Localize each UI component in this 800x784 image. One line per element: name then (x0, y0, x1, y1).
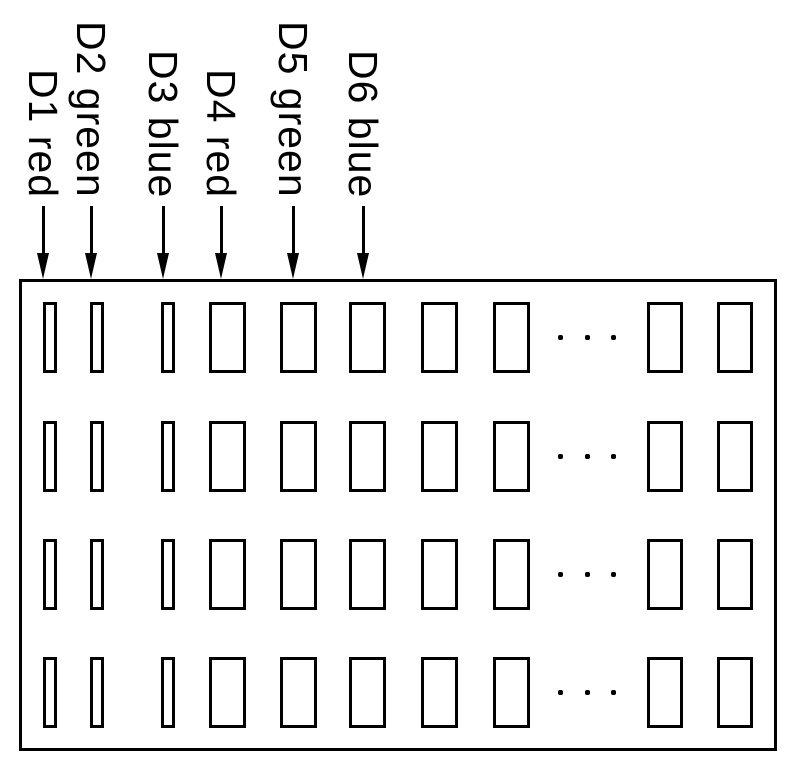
subpixel-rect-narrow (90, 539, 104, 610)
subpixel-rect-wide (493, 302, 530, 373)
arrow-down-icon (214, 253, 227, 279)
arrow-down-icon (356, 253, 369, 279)
pin-label-text: D5 green (270, 21, 316, 198)
subpixel-rect-narrow (161, 539, 175, 610)
dot (611, 690, 616, 695)
pin-label-d2: D2 green (68, 0, 114, 198)
subpixel-rect-wide (209, 302, 246, 373)
dot (584, 572, 590, 577)
pin-label-d1: D1 red (20, 0, 66, 198)
dot (558, 335, 563, 340)
subpixel-rect-wide (349, 539, 386, 610)
subpixel-rect-wide (209, 421, 246, 492)
subpixel-rect-narrow (43, 539, 57, 610)
ellipsis-dots (558, 539, 616, 610)
subpixel-rect-wide (349, 421, 386, 492)
arrow-shaft (89, 206, 93, 255)
pin-column-d2: D2 green (68, 0, 114, 280)
ellipsis-dots (558, 657, 616, 728)
arrow-shaft (161, 206, 165, 255)
pin-label-text: D2 green (68, 21, 114, 198)
dot (584, 690, 590, 695)
pin-column-d1: D1 red (20, 0, 66, 280)
subpixel-rect-wide (421, 539, 458, 610)
subpixel-rect-wide (717, 302, 753, 373)
subpixel-rect-wide (421, 657, 458, 728)
subpixel-rect-wide (280, 657, 317, 728)
subpixel-rect-wide (209, 657, 246, 728)
subpixel-rect-wide (280, 539, 317, 610)
subpixel-rect-wide (493, 539, 530, 610)
pin-column-d4: D4 red (198, 0, 244, 280)
pin-label-text: D3 blue (140, 49, 186, 198)
subpixel-rect-wide (647, 421, 683, 492)
subpixel-rect-wide (421, 421, 458, 492)
pin-column-d3: D3 blue (140, 0, 186, 280)
subpixel-rect-narrow (43, 302, 57, 373)
pin-column-d6: D6 blue (340, 0, 386, 280)
pin-label-d3: D3 blue (140, 0, 186, 198)
subpixel-rect-narrow (90, 657, 104, 728)
subpixel-rect-narrow (161, 657, 175, 728)
pin-label-d5: D5 green (270, 0, 316, 198)
dot (611, 572, 616, 577)
subpixel-rect-narrow (43, 421, 57, 492)
arrow-down-icon (286, 253, 299, 279)
dot (558, 454, 563, 459)
dot (584, 335, 590, 340)
subpixel-rect-wide (421, 302, 458, 373)
subpixel-rect-wide (349, 302, 386, 373)
arrow-down-icon (156, 253, 169, 279)
subpixel-rect-narrow (161, 421, 175, 492)
subpixel-rect-wide (349, 657, 386, 728)
pin-label-text: D6 blue (340, 49, 386, 198)
pin-label-text: D1 red (20, 68, 66, 198)
subpixel-rect-wide (647, 302, 683, 373)
arrow-down-icon (36, 253, 49, 279)
subpixel-rect-wide (280, 421, 317, 492)
subpixel-rect-wide (647, 657, 683, 728)
subpixel-rect-narrow (43, 657, 57, 728)
pin-column-d5: D5 green (270, 0, 316, 280)
dot (558, 690, 563, 695)
subpixel-rect-wide (209, 539, 246, 610)
subpixel-rect-narrow (90, 421, 104, 492)
arrow-shaft (361, 206, 365, 255)
arrow-shaft (41, 206, 45, 255)
subpixel-rect-narrow (161, 302, 175, 373)
pin-label-d4: D4 red (198, 0, 244, 198)
dot (611, 454, 616, 459)
dot (558, 572, 563, 577)
dot (611, 335, 616, 340)
subpixel-rect-wide (280, 302, 317, 373)
pin-label-d6: D6 blue (340, 0, 386, 198)
dot (584, 454, 590, 459)
pin-label-text: D4 red (198, 68, 244, 198)
subpixel-rect-wide (493, 657, 530, 728)
subpixel-rect-wide (647, 539, 683, 610)
arrow-shaft (219, 206, 223, 255)
subpixel-rect-wide (493, 421, 530, 492)
subpixel-rect-wide (717, 657, 753, 728)
subpixel-rect-wide (717, 539, 753, 610)
subpixel-rect-wide (717, 421, 753, 492)
subpixel-rect-narrow (90, 302, 104, 373)
arrow-down-icon (84, 253, 97, 279)
ellipsis-dots (558, 302, 616, 373)
ellipsis-dots (558, 421, 616, 492)
arrow-shaft (291, 206, 295, 255)
